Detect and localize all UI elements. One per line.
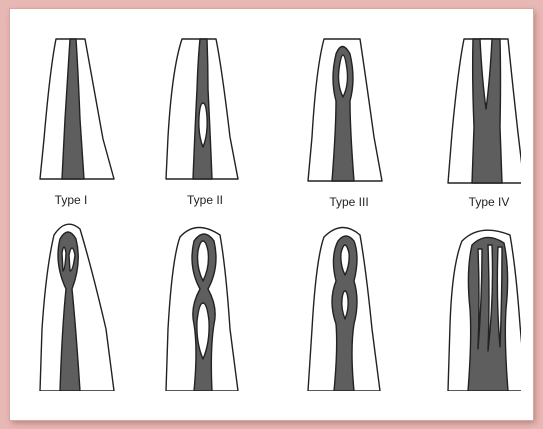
label-type-8: Type VIII (462, 389, 509, 403)
label-type-7: Type VII (326, 389, 370, 403)
tooth-type-2 (166, 39, 238, 179)
tooth-type-7 (308, 227, 380, 391)
figure-panel: Type I Type II Type III Type IV Type V T… (10, 9, 533, 420)
label-type-2: Type II (187, 193, 223, 207)
label-type-6: Type VI (185, 389, 226, 403)
root-canal-types-diagram: Type I Type II Type III Type IV Type V T… (10, 9, 533, 420)
tooth-type-4 (448, 39, 524, 183)
label-type-3: Type III (329, 195, 368, 209)
tooth-type-8 (448, 230, 526, 391)
tooth-type-1 (40, 39, 114, 179)
tooth-type-3 (308, 39, 382, 181)
label-type-5: Type V (57, 389, 94, 403)
label-type-1: Type I (55, 193, 88, 207)
tooth-type-6 (166, 227, 238, 391)
label-type-4: Type IV (469, 195, 510, 209)
tooth-type-5 (40, 224, 114, 391)
